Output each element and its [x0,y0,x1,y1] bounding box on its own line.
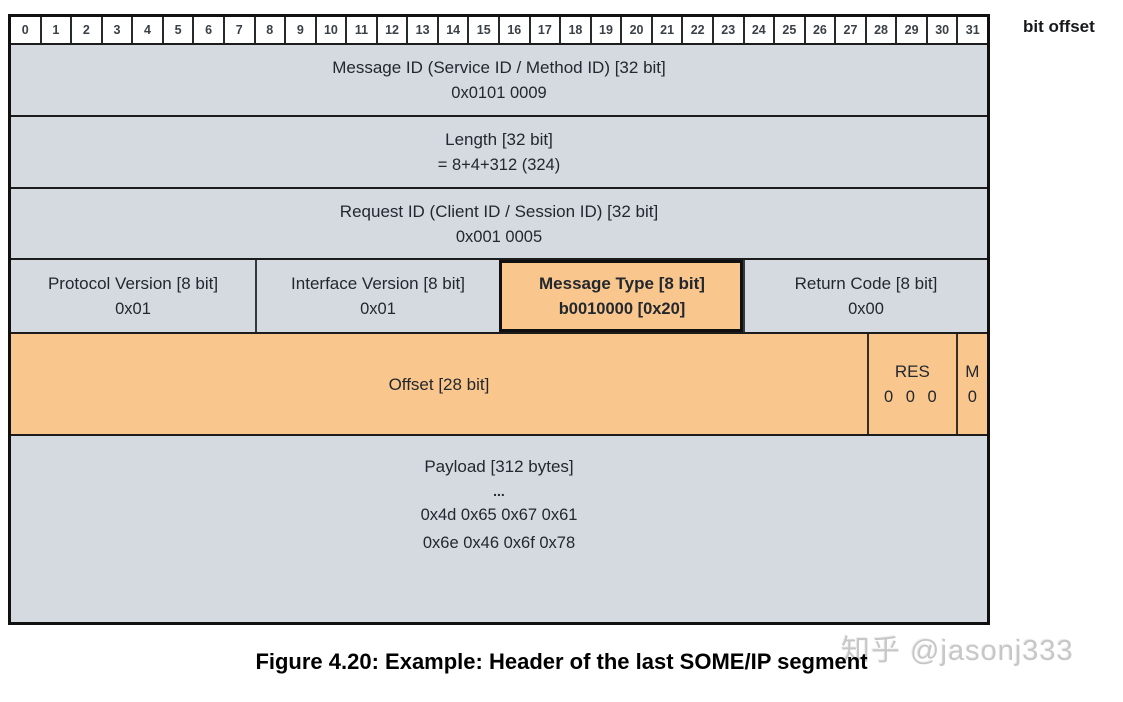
more-segments-flag-cell: M 0 [955,334,987,434]
bit-cell: 2 [70,17,101,43]
message-id-value: 0x0101 0009 [451,84,547,102]
length-title: Length [32 bit] [445,130,553,149]
bit-cell: 17 [528,17,560,43]
interface-version-cell: Interface Version [8 bit] 0x01 [255,260,499,332]
bit-cell: 25 [773,17,804,43]
reserved-value: 0 0 0 [883,388,941,406]
bit-cell: 21 [650,17,682,43]
message-id-cell: Message ID (Service ID / Method ID) [32 … [11,43,987,115]
offset-cell: Offset [28 bit] [11,334,867,434]
interface-version-value: 0x01 [360,300,396,318]
bit-cell: 24 [742,17,774,43]
bit-cell: 19 [589,17,621,43]
bit-cell: 14 [436,17,468,43]
offset-row: Offset [28 bit] RES 0 0 0 M 0 [11,332,987,434]
bit-cell: 31 [956,17,987,43]
bit-cell: 18 [559,17,590,43]
bit-cell: 3 [100,17,132,43]
bit-cell: 10 [314,17,346,43]
reserved-title: RES [894,362,930,381]
bit-cell: 23 [711,17,743,43]
bit-cell: 16 [498,17,529,43]
interface-version-title: Interface Version [8 bit] [291,274,465,293]
bit-cell: 20 [620,17,651,43]
protocol-version-cell: Protocol Version [8 bit] 0x01 [11,260,255,332]
figure-caption: Figure 4.20: Example: Header of the last… [255,649,868,674]
offset-title: Offset [28 bit] [388,374,490,394]
bit-cell: 7 [222,17,254,43]
return-code-cell: Return Code [8 bit] 0x00 [743,260,987,332]
request-id-cell: Request ID (Client ID / Session ID) [32 … [11,187,987,258]
bit-cell: 12 [375,17,407,43]
message-id-title: Message ID (Service ID / Method ID) [32 … [332,58,666,77]
bit-cell: 6 [192,17,223,43]
bit-cell: 5 [161,17,193,43]
payload-ellipsis: ... [493,483,505,499]
bit-cell: 11 [345,17,376,43]
message-type-title: Message Type [8 bit] [539,274,705,293]
message-type-cell: Message Type [8 bit] b0010000 [0x20] [499,260,743,332]
protocol-version-value: 0x01 [115,300,151,318]
bit-cell: 4 [131,17,162,43]
protocol-version-title: Protocol Version [8 bit] [47,274,219,293]
bit-cell: 22 [681,17,712,43]
bit-cell: 13 [406,17,437,43]
reserved-cell: RES 0 0 0 [866,334,956,434]
payload-hex-line-2: 0x6e 0x46 0x6f 0x78 [422,534,576,552]
version-type-row: Protocol Version [8 bit] 0x01 Interface … [11,258,987,332]
bit-cell: 15 [467,17,498,43]
bit-cell: 1 [39,17,71,43]
bit-cell: 28 [864,17,896,43]
more-segments-flag-title: M [965,362,980,381]
message-type-value: b0010000 [0x20] [558,300,686,318]
return-code-value: 0x00 [848,300,884,318]
request-id-value: 0x001 0005 [455,227,543,246]
bit-cell: 30 [925,17,957,43]
bit-cell: 0 [21,23,29,37]
length-value: = 8+4+312 (324) [437,156,561,174]
more-segments-flag-value: 0 [967,388,977,406]
watermark: 知乎 @jasonj333 [841,635,1074,667]
length-cell: Length [32 bit] = 8+4+312 (324) [11,115,987,187]
return-code-title: Return Code [8 bit] [794,274,938,293]
bit-cell: 29 [895,17,926,43]
payload-hex-line-1: 0x4d 0x65 0x67 0x61 [420,506,578,524]
bit-offset-label: bit offset [1023,17,1095,36]
payload-cell: Payload [312 bytes] ... 0x4d 0x65 0x67 0… [11,434,987,622]
payload-title: Payload [312 bytes] [424,457,574,476]
bit-cell: 8 [253,17,285,43]
request-id-title: Request ID (Client ID / Session ID) [32 … [339,201,659,221]
bit-cell: 27 [834,17,865,43]
bit-cell: 26 [803,17,835,43]
bit-cell: 9 [284,17,315,43]
